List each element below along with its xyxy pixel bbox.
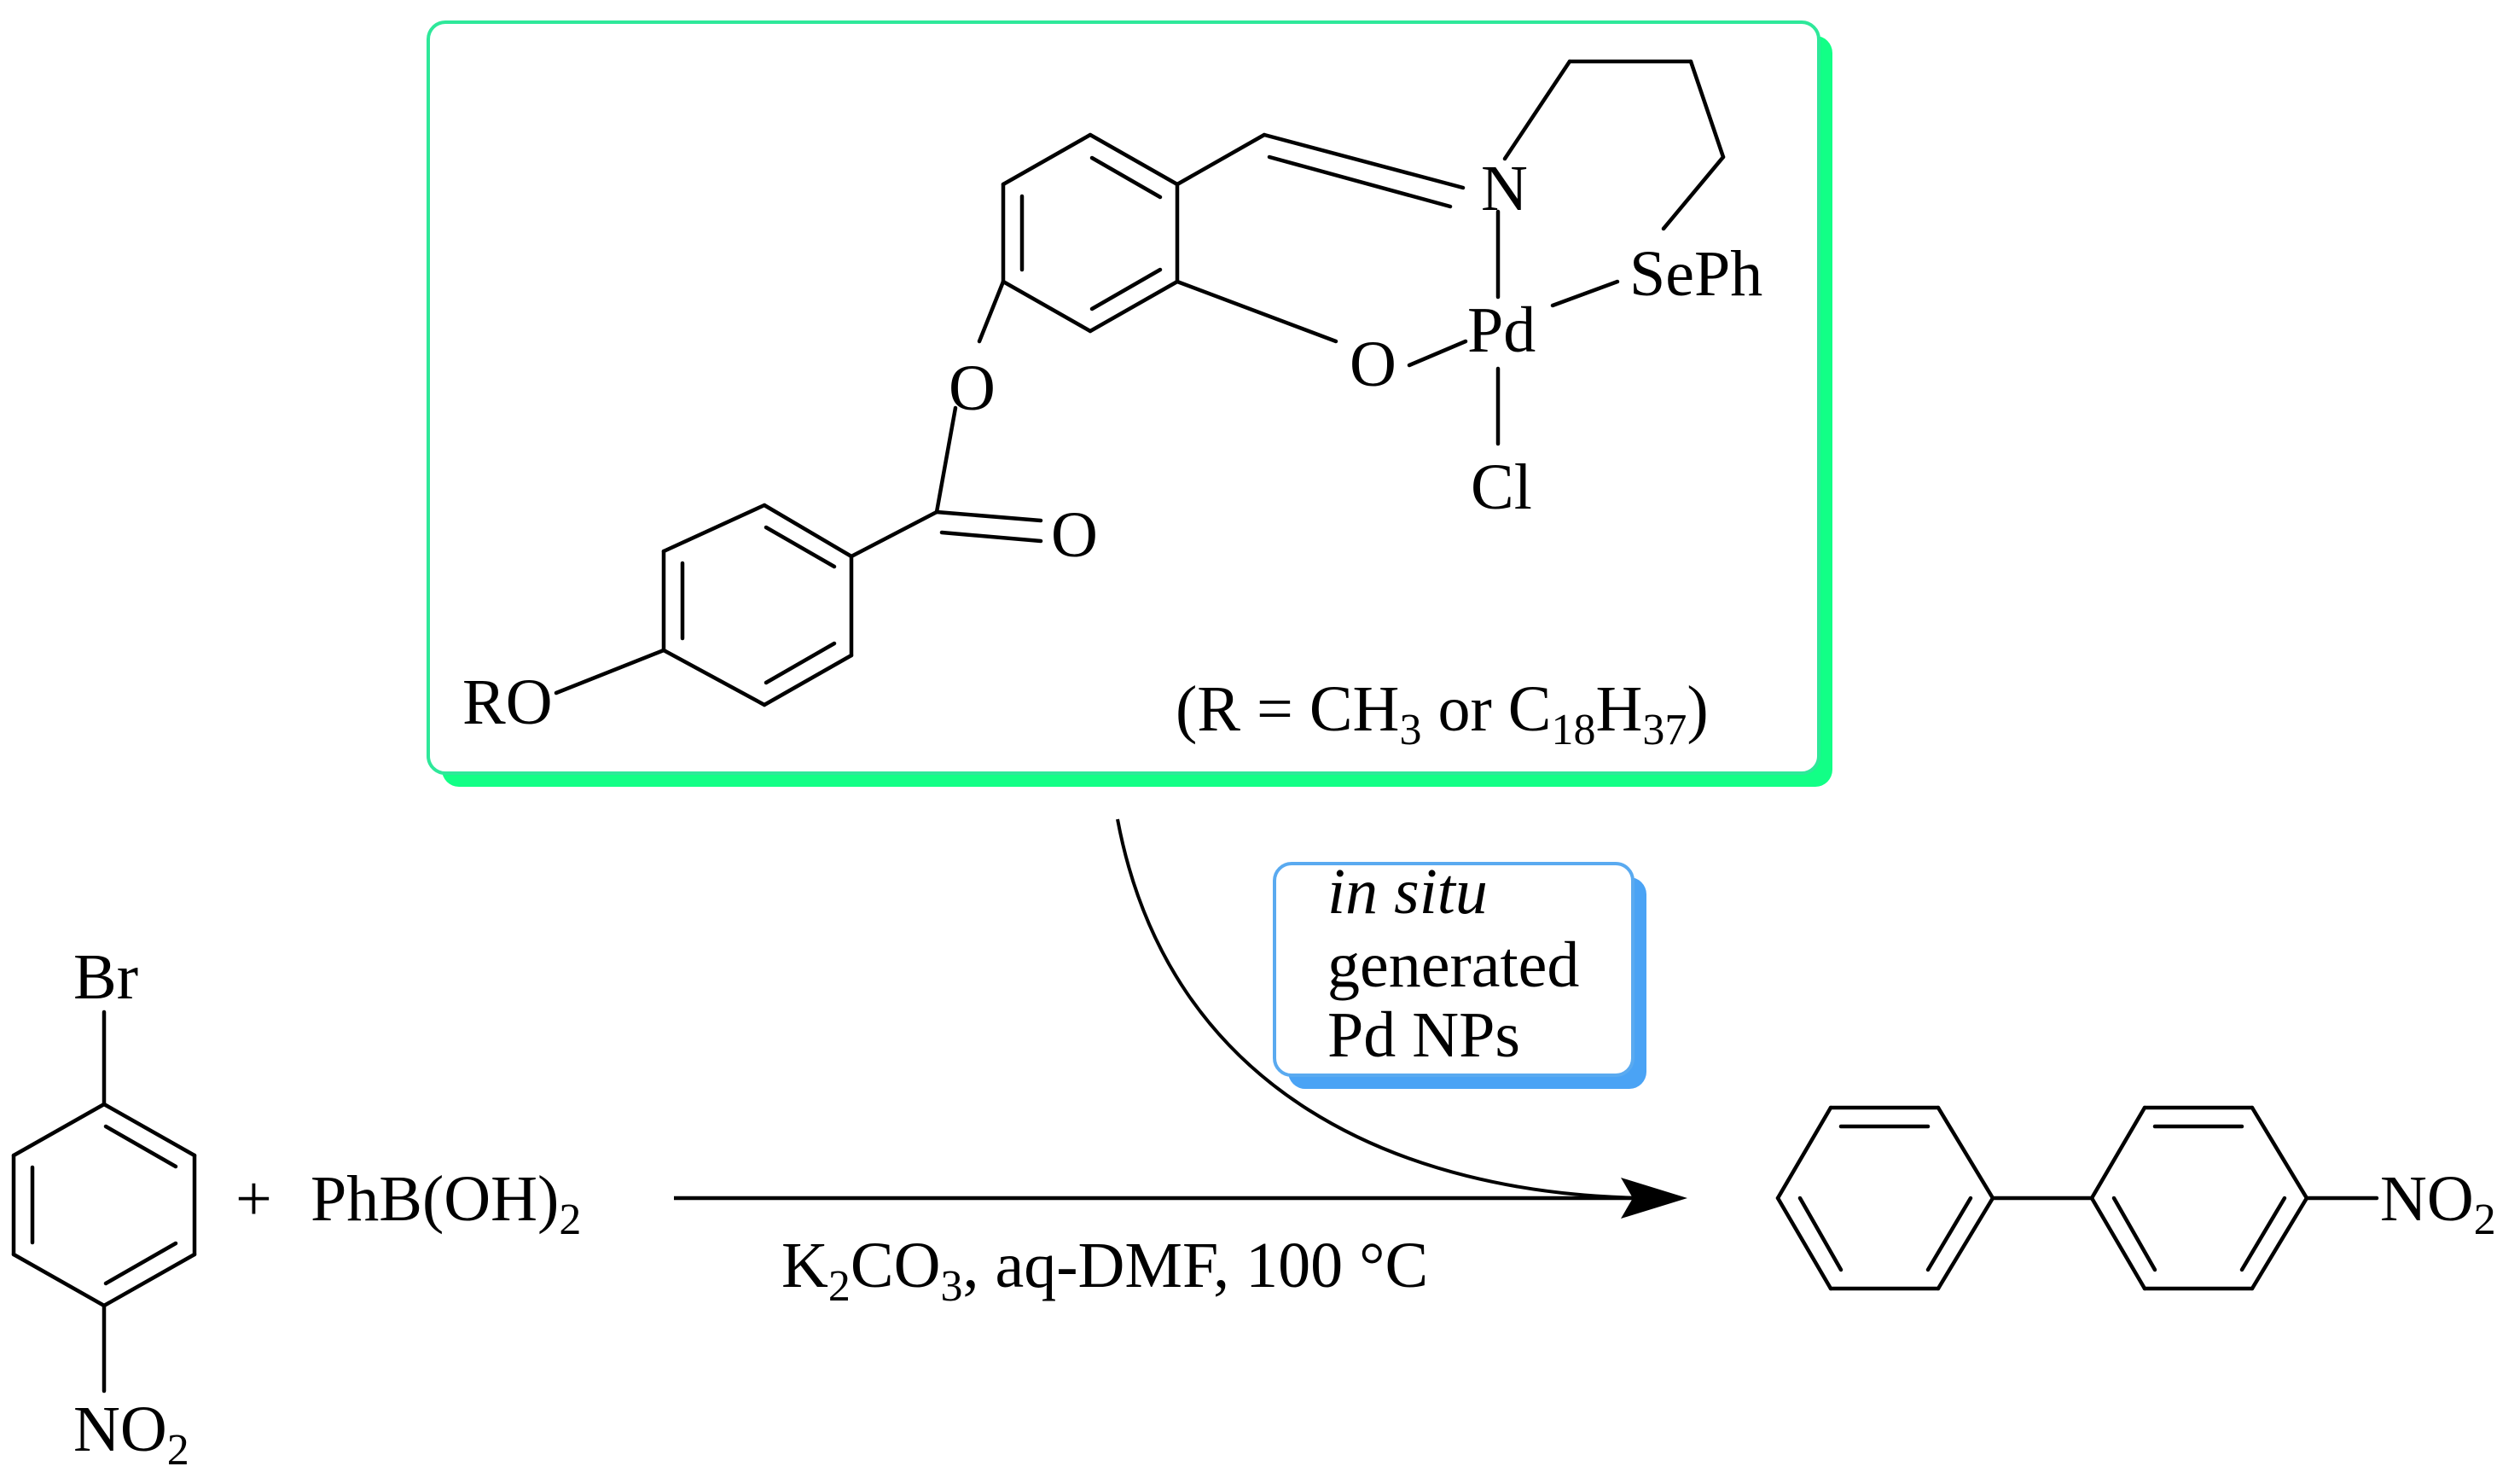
catalyst-labels: N SePh Pd O Cl O O RO (R = CH3 or C18H37… [462, 153, 1762, 754]
catalyst-box [427, 20, 1832, 787]
tag-box-frame [1273, 862, 1635, 1077]
product-no2-label: NO2 [2380, 1163, 2496, 1244]
plus-sign: + [235, 1163, 272, 1235]
atom-cl: Cl [1471, 451, 1532, 523]
reactant-bromonitrobenzene: Br NO2 [11, 941, 197, 1475]
catalyst-structure [554, 59, 1726, 707]
atom-pd: Pd [1467, 294, 1536, 366]
tag-line-in-situ: in situ [1327, 856, 1488, 928]
r-group-note: (R = CH3 or C18H37) [1176, 673, 1709, 754]
tag-line-pd-nps: Pd NPs [1327, 999, 1520, 1071]
reactant-no2-label: NO2 [73, 1394, 189, 1475]
in-situ-tag: in situ generated Pd NPs [1273, 856, 1646, 1089]
reaction-arrows [674, 818, 1687, 1219]
tag-line-generated: generated [1327, 929, 1579, 1001]
atom-o-chelate: O [1350, 329, 1396, 400]
reaction-conditions: K2CO3, aq-DMF, 100 °C [781, 1230, 1428, 1311]
reagent-phenylboronic-acid: PhB(OH)2 [311, 1163, 581, 1244]
atom-o-carbonyl: O [1051, 499, 1098, 571]
catalyst-curved-arrow [1116, 818, 1647, 1200]
atom-seph: SePh [1629, 238, 1762, 310]
atom-o-ester: O [949, 352, 996, 424]
catalyst-box-frame [427, 20, 1820, 775]
reactant-br-label: Br [73, 941, 138, 1013]
reagent: + PhB(OH)2 [235, 1163, 581, 1244]
atom-n: N [1481, 153, 1528, 224]
arrow-head [1621, 1178, 1687, 1219]
product-nitrobiphenyl: NO2 [1775, 1105, 2496, 1291]
atom-ro: RO [462, 666, 553, 738]
